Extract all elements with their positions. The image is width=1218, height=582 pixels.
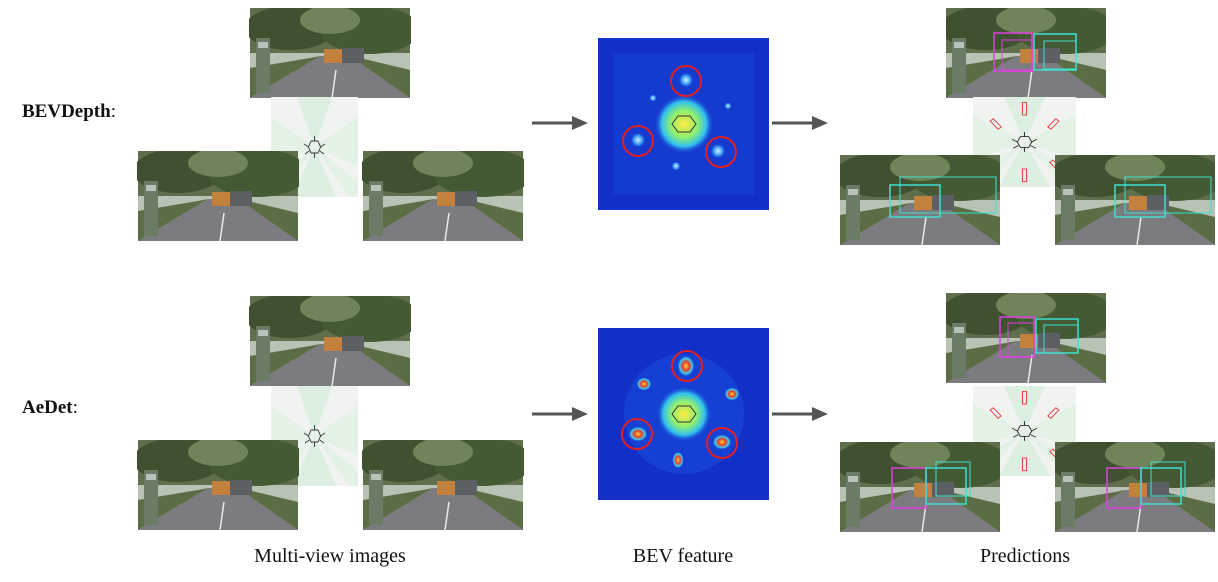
highlight-circle bbox=[671, 350, 703, 382]
bev-feature-map bbox=[598, 328, 769, 500]
row-label-bevdepth: BEVDepth: bbox=[22, 101, 116, 122]
prediction-image-back-left bbox=[840, 155, 1000, 245]
camera-image-back-left bbox=[137, 440, 299, 530]
arrow-right-icon bbox=[772, 116, 828, 130]
highlight-circle bbox=[705, 136, 737, 168]
camera-image-back-left bbox=[137, 151, 299, 241]
camera-image-back-right bbox=[362, 440, 524, 530]
prediction-image-back-right bbox=[1055, 155, 1215, 245]
camera-image-front bbox=[249, 8, 411, 98]
prediction-image-front bbox=[946, 293, 1106, 383]
arrow-right-icon bbox=[772, 407, 828, 421]
caption-multi-view-images: Multi-view images bbox=[254, 545, 406, 567]
prediction-image-back-left bbox=[840, 442, 1000, 532]
arrow-right-icon bbox=[532, 407, 588, 421]
camera-image-front bbox=[249, 296, 411, 386]
prediction-image-back-right bbox=[1055, 442, 1215, 532]
row-label-aedet: AeDet: bbox=[22, 397, 78, 418]
arrow-right-icon bbox=[532, 116, 588, 130]
highlight-circle bbox=[706, 427, 738, 459]
highlight-circle bbox=[670, 65, 702, 97]
caption-bev-feature: BEV feature bbox=[632, 545, 734, 567]
prediction-image-front bbox=[946, 8, 1106, 98]
bev-feature-map bbox=[598, 38, 769, 210]
caption-predictions: Predictions bbox=[980, 545, 1070, 567]
highlight-circle bbox=[622, 125, 654, 157]
highlight-circle bbox=[621, 418, 653, 450]
camera-image-back-right bbox=[362, 151, 524, 241]
